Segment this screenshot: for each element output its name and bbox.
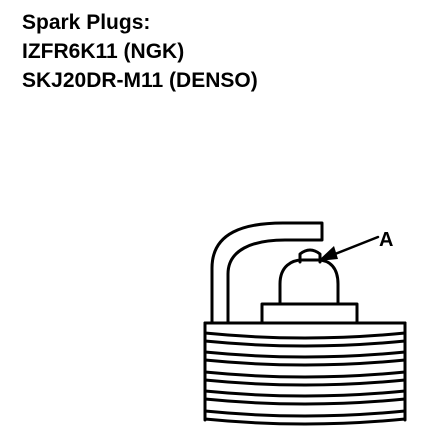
- insulator-tip: [278, 258, 340, 306]
- thread-ring: [203, 378, 407, 387]
- spark-plug-spec: Spark Plugs: IZFR6K11 (NGK) SKJ20DR-M11 …: [22, 8, 258, 95]
- plug-shell-body: [203, 321, 407, 426]
- thread-ring: [203, 417, 407, 426]
- thread-ring: [203, 397, 407, 406]
- thread-ring: [203, 350, 407, 359]
- thread-ring: [203, 331, 407, 340]
- callout-arrowhead: [318, 246, 338, 261]
- thread-ring: [203, 370, 407, 379]
- denso-part-number: SKJ20DR-M11 (DENSO): [22, 69, 258, 92]
- center-electrode: [298, 248, 322, 264]
- ground-electrode: [210, 221, 324, 325]
- thread-ring: [203, 339, 407, 348]
- thread-ring: [203, 409, 407, 418]
- insulator-nose: [260, 302, 359, 325]
- thread-ring: [203, 358, 407, 367]
- spec-heading: Spark Plugs:: [22, 11, 151, 34]
- ngk-part-number: IZFR6K11 (NGK): [22, 40, 185, 63]
- thread-ring: [203, 389, 407, 398]
- callout-label-a: A: [379, 229, 393, 251]
